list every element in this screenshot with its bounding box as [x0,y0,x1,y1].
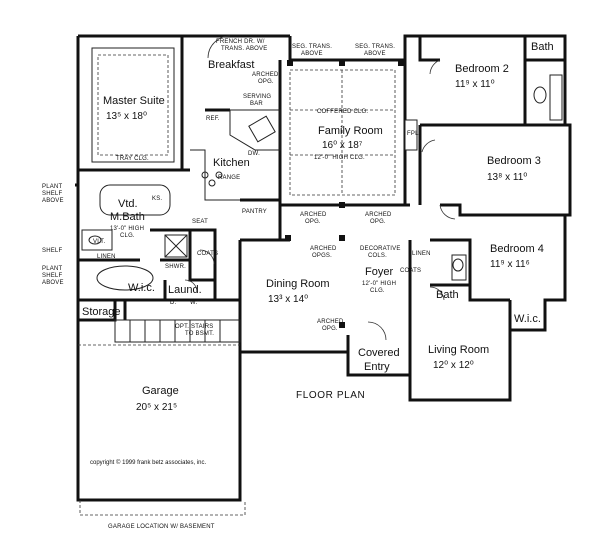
bath-fixtures [81,74,563,291]
bath-top-label: Bath [531,41,554,53]
master-suite-dim: 13⁵ x 18⁰ [106,111,147,122]
seg-trans-note-1: SEG. TRANS. [292,44,332,50]
coats-note-1: COATS [197,251,218,257]
dining-room-dim: 13³ x 14⁰ [268,294,308,305]
stairs [114,319,241,343]
vlt-note: VLT. [93,239,105,245]
bath-mid-label: Bath [436,289,459,301]
plant-shelf-1: PLANT [42,184,62,190]
bedroom3-dim: 13⁸ x 11⁰ [487,172,527,183]
arched-opg-1b: OPG. [305,219,321,225]
coffered-clg-note: COFFERED CLG. [317,109,368,115]
bedroom4-dim: 11⁹ x 11⁶ [490,259,530,270]
coats-note-2: COATS [400,268,421,274]
coffered-ceiling-grid [289,69,396,196]
bedroom2-dim: 11⁹ x 11⁰ [455,79,495,90]
mbath-clg-note-b: CLG. [120,233,135,239]
arched-opg-1: ARCHED [300,212,327,218]
garage-label: Garage [142,385,179,397]
garage-basement-outline [78,344,246,516]
living-room-dim: 12⁰ x 12⁰ [433,360,474,371]
arched-opg-dining-b: OPG. [322,326,338,332]
seat-note: SEAT [192,219,208,225]
plant-shelf-2c: ABOVE [42,280,64,286]
foyer-label: Foyer [365,266,393,278]
arched-opgs-note: ARCHED [310,246,337,252]
foyer-clg-note-b: CLG. [370,288,385,294]
range-note: RANGE [218,175,240,181]
wic-master-label: W.i.c. [128,282,155,294]
kitchen-island [190,109,281,201]
mbath-label: M.Bath [110,211,145,223]
bedroom3-label: Bedroom 3 [487,155,541,167]
dining-room-label: Dining Room [266,278,330,290]
copyright-text: copyright © 1999 frank betz associates, … [90,459,206,466]
decorative-cols-note: DECORATIVE [360,246,401,252]
mbath-clg-note: 13'-0" HIGH [110,226,144,232]
serving-bar-note: SERVING [243,94,271,100]
vtd-label: Vtd. [118,198,138,210]
decorative-cols-note-b: COLS. [368,253,387,259]
tray-ceiling-outline [91,47,175,163]
serving-bar-note-b: BAR [250,101,263,107]
annotation-notes: FRENCH DR. W/ TRANS. ABOVE SEG. TRANS. A… [42,39,431,530]
shwr-note: SHWR. [165,264,186,270]
arched-opgs-note-b: OPGS. [312,253,332,259]
family-room-label: Family Room [318,125,383,137]
arched-opg-2b: OPG. [370,219,386,225]
linen-note-1: LINEN [97,254,116,260]
plant-shelf-1c: ABOVE [42,198,64,204]
storage-label: Storage [82,306,121,318]
garage-location-note: GARAGE LOCATION W/ BASEMENT [108,524,215,530]
ks-note: KS. [152,196,162,202]
door-swings [184,35,456,341]
kitchen-label: Kitchen [213,157,250,169]
room-labels: Master Suite 13⁵ x 18⁰ TRAY CLG. Breakfa… [82,41,554,413]
plant-shelf-2b: SHELF [42,273,62,279]
washer-note: W. [190,300,198,306]
opt-stairs-note-b: TO BSMT. [185,331,214,337]
plan-title: FLOOR PLAN [296,390,365,401]
french-dr-note-b: TRANS. ABOVE [221,46,267,52]
arched-opg-top-b: OPG. [258,79,274,85]
columns [285,60,404,328]
living-room-label: Living Room [428,344,489,356]
shelf-note: SHELF [42,248,62,254]
arched-opg-top: ARCHED [252,72,279,78]
seg-trans-note-1b: ABOVE [301,51,323,57]
seg-trans-note-2b: ABOVE [364,51,386,57]
garage-dim: 20⁵ x 21⁵ [136,402,177,413]
opt-stairs-note: OPT. STAIRS [175,324,213,330]
laundry-label: Laund. [168,284,202,296]
covered-entry-label-2: Entry [364,361,390,373]
tray-clg-note: TRAY CLG. [116,156,149,162]
bedroom2-label: Bedroom 2 [455,63,509,75]
breakfast-label: Breakfast [208,59,254,71]
plant-shelf-2: PLANT [42,266,62,272]
wic-bed4-label: W.i.c. [514,313,541,325]
family-room-dim: 16⁰ x 18⁷ [322,140,363,151]
dw-note: DW. [248,151,260,157]
covered-entry-label: Covered [358,347,400,359]
bedroom4-label: Bedroom 4 [490,243,544,255]
pantry-note: PANTRY [242,209,267,215]
ref-note: REF. [206,116,220,122]
arched-opg-dining: ARCHED [317,319,344,325]
fpl-note: FPL [407,131,419,137]
linen-note-2: LINEN [412,251,431,257]
family-high-clg-note: 12'-0" HIGH CLG. [314,155,365,161]
fireplace [404,119,418,151]
dryer-note: D. [170,300,177,306]
master-suite-label: Master Suite [103,95,165,107]
foyer-clg-note: 12'-0" HIGH [362,281,396,287]
seg-trans-note-2: SEG. TRANS. [355,44,395,50]
french-dr-note: FRENCH DR. W/ [216,39,265,45]
arched-opg-2: ARCHED [365,212,392,218]
plant-shelf-1b: SHELF [42,191,62,197]
